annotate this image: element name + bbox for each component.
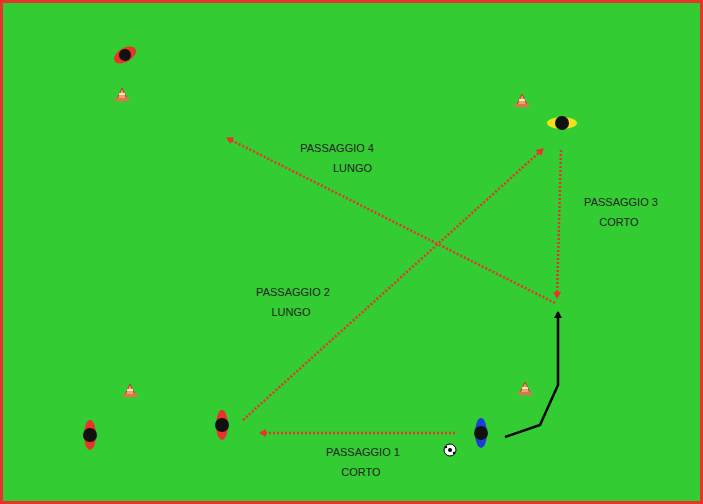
players [83, 43, 577, 450]
ball [444, 444, 456, 456]
pass-label: PASSAGGIO 4 LUNGO [270, 138, 374, 178]
pass-label: PASSAGGIO 2 LUNGO [240, 282, 344, 322]
pass-label-text: PASSAGGIO 2 LUNGO [254, 286, 330, 318]
pass-label-text: PASSAGGIO 1 CORTO [324, 446, 400, 478]
pass-arrows [227, 138, 561, 433]
pass-label: PASSAGGIO 3 CORTO [568, 192, 672, 232]
pass-label: PASSAGGIO 1 CORTO [310, 442, 414, 482]
pass-label-text: PASSAGGIO 4 LUNGO [298, 142, 374, 174]
pass-label-text: PASSAGGIO 3 CORTO [582, 196, 658, 228]
run-path [505, 312, 558, 437]
cones [115, 88, 532, 397]
